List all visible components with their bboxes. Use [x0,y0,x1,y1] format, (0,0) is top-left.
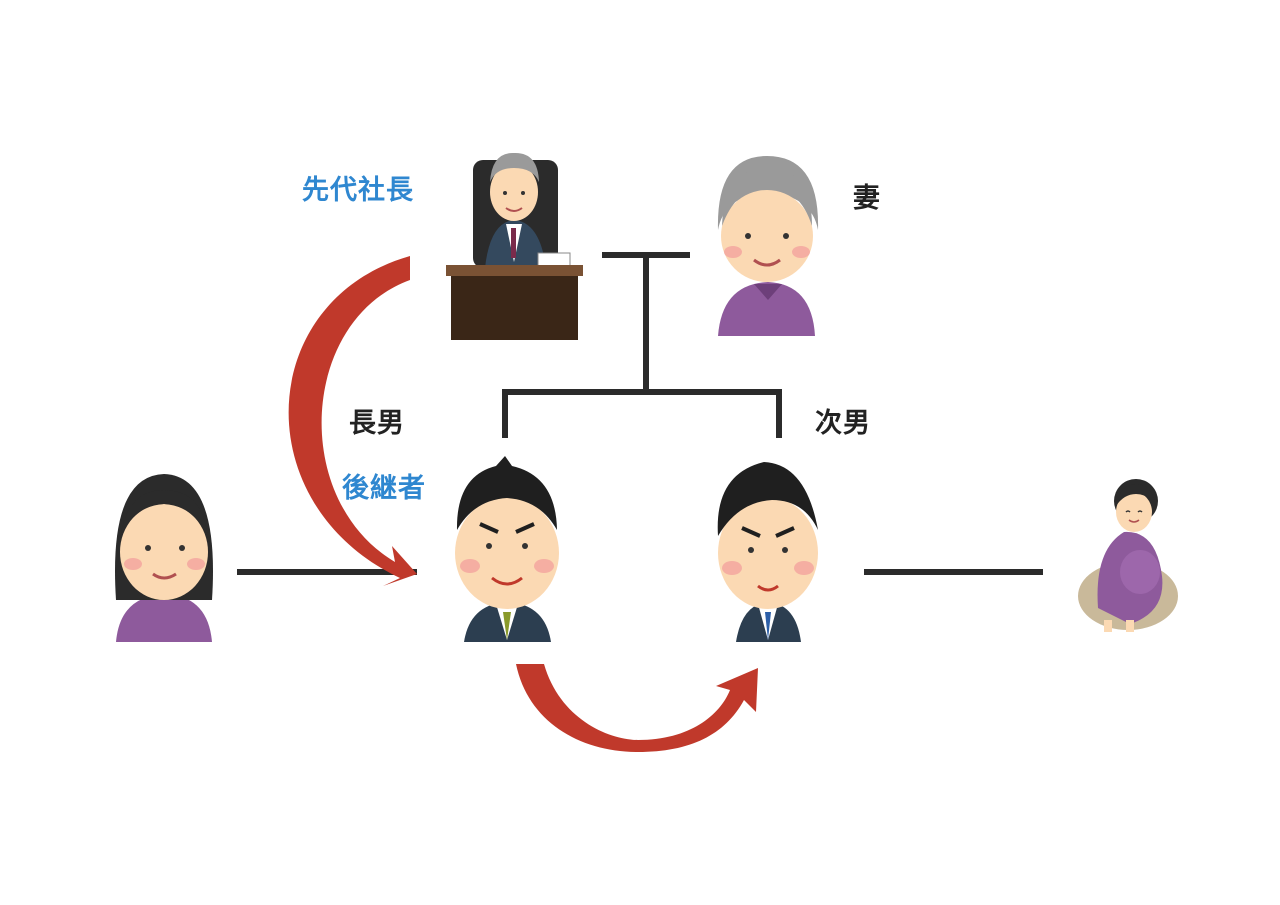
family-tree-lines [237,252,1043,575]
arrow-eldest-to-second-son [516,664,758,752]
label-former-president: 先代社長 [302,175,414,206]
label-eldest-son: 長男 [349,408,405,439]
label-wife: 妻 [853,183,881,214]
businessman-icon [455,456,559,642]
label-second-son: 次男 [815,408,871,439]
elderly-woman-icon [717,156,819,336]
woman-icon [115,474,213,642]
succession-arrow-president-to-eldest [288,256,417,586]
businessman-icon-second-son [717,462,818,642]
pregnant-woman-icon [1078,479,1178,632]
label-successor: 後継者 [342,473,426,504]
elderly-man-at-desk-icon [446,152,583,340]
